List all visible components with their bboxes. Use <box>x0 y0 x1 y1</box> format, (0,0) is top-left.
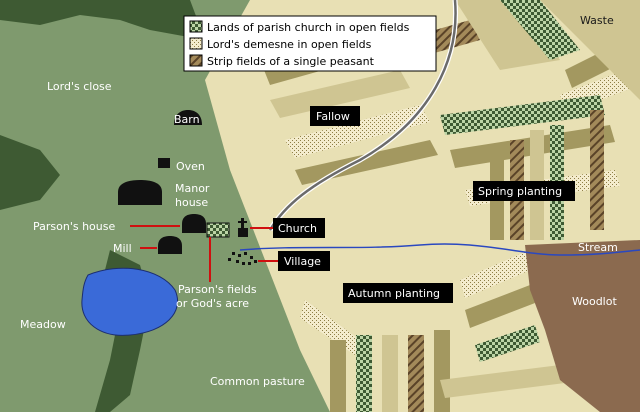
parsons-fields-label-line2: or God's acre <box>176 297 249 310</box>
church-icon <box>238 228 248 237</box>
mill-label: Mill <box>113 242 132 255</box>
manor-house-label-line2: house <box>175 196 208 209</box>
road <box>268 0 457 231</box>
church-box: Church <box>273 218 325 238</box>
open-fields <box>205 0 640 412</box>
stream-line <box>239 243 640 256</box>
legend-peasant-swatch <box>189 54 203 67</box>
manor-house-icon <box>118 180 162 205</box>
parsons-fields-label-line1: Parson's fields <box>178 283 257 296</box>
village-icon <box>228 252 257 265</box>
oven-icon <box>158 158 170 168</box>
woodland-left <box>0 135 60 210</box>
spring-planting-label: Spring planting <box>478 185 562 198</box>
autumn-planting-box: Autumn planting <box>343 283 453 303</box>
oven-label: Oven <box>176 160 205 173</box>
stream-label: Stream <box>578 241 618 254</box>
meadow-label: Meadow <box>20 318 66 331</box>
parsons-house-icon <box>182 214 206 233</box>
mill-pond <box>81 267 179 336</box>
buildings <box>118 110 257 265</box>
legend: Lands of parish church in open fields Lo… <box>183 15 437 72</box>
waste-label: Waste <box>580 14 614 27</box>
church-label: Church <box>278 222 317 235</box>
woodlot-area <box>525 240 640 412</box>
woodland-top <box>0 0 205 40</box>
parsons-house-label: Parson's house <box>33 220 115 233</box>
manor-house-label-line1: Manor <box>175 182 210 195</box>
legend-church-swatch <box>189 20 203 33</box>
waste-area <box>540 0 640 100</box>
autumn-planting-label: Autumn planting <box>348 287 440 300</box>
fallow-label: Fallow <box>316 110 350 123</box>
woodlot-label: Woodlot <box>572 295 617 308</box>
legend-item-demesne: Lord's demesne in open fields <box>207 38 372 51</box>
fallow-box: Fallow <box>310 106 360 126</box>
parsons-fields-patch <box>206 222 230 238</box>
common-pasture-label: Common pasture <box>210 375 305 388</box>
legend-item-church: Lands of parish church in open fields <box>207 21 410 34</box>
mill-icon <box>158 236 182 254</box>
legend-demesne-swatch <box>189 37 203 50</box>
pointer-lines <box>130 225 278 282</box>
lords-close-label: Lord's close <box>47 80 112 93</box>
spring-planting-box: Spring planting <box>473 181 575 201</box>
barn-label: Barn <box>174 113 200 126</box>
barn-icon <box>174 110 202 125</box>
village-label: Village <box>284 255 321 268</box>
legend-item-peasant: Strip fields of a single peasant <box>207 55 375 68</box>
village-box: Village <box>278 251 330 271</box>
